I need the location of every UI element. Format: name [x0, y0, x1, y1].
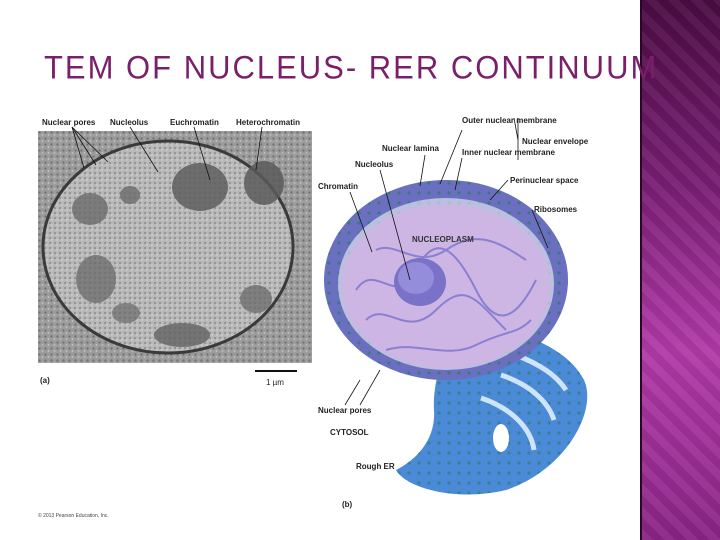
illustration-leader-lines: [0, 0, 640, 540]
